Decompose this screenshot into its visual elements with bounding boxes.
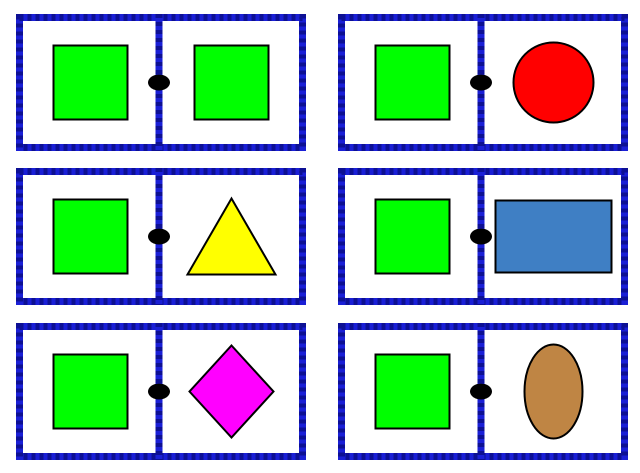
domino-card [16, 14, 306, 151]
green-square-shape [374, 198, 451, 275]
yellow-triangle-shape [185, 196, 278, 276]
red-circle-shape [512, 41, 595, 124]
green-square-shape [52, 44, 129, 121]
magenta-diamond-shape [188, 344, 275, 439]
center-dot [470, 74, 492, 91]
domino-card [338, 168, 628, 305]
center-dot [148, 228, 170, 245]
domino-card [338, 323, 628, 460]
green-square-shape [374, 353, 451, 430]
green-square-shape [193, 44, 270, 121]
center-dot [470, 383, 492, 400]
green-square-shape [52, 198, 129, 275]
brown-oval-shape [523, 343, 584, 440]
blue-rectangle-shape [494, 199, 613, 274]
center-dot [148, 74, 170, 91]
green-square-shape [374, 44, 451, 121]
domino-card [338, 14, 628, 151]
center-dot [470, 228, 492, 245]
center-dot [148, 383, 170, 400]
domino-card [16, 323, 306, 460]
domino-card [16, 168, 306, 305]
green-square-shape [52, 353, 129, 430]
